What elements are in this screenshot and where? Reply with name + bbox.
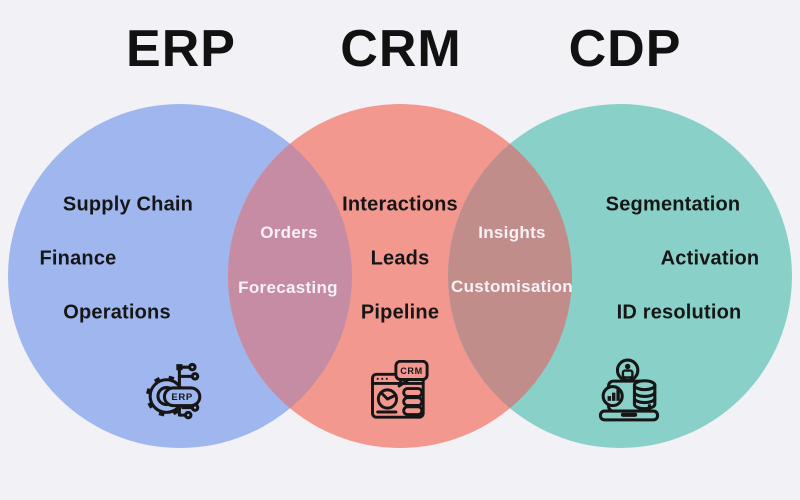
crm-cdp-item-insights: Insights: [478, 223, 546, 242]
erp-gear-circuit-icon: ERP: [142, 358, 210, 426]
crm-item-leads: Leads: [370, 247, 430, 270]
erp-item-finance: Finance: [39, 247, 117, 270]
crm-item-pipeline: Pipeline: [360, 301, 440, 324]
crm-cdp-item-customisation: Customisation: [451, 277, 573, 296]
erp-item-supply-chain: Supply Chain: [62, 193, 194, 216]
crm-title: CRM: [340, 20, 462, 78]
erp-crm-item-forecasting: Forecasting: [238, 278, 338, 297]
cdp-item-id-resolution: ID resolution: [616, 301, 742, 324]
erp-crm-item-orders: Orders: [260, 223, 318, 242]
erp-title: ERP: [126, 20, 236, 78]
cdp-item-activation: Activation: [660, 247, 760, 270]
cdp-item-segmentation: Segmentation: [605, 193, 741, 216]
erp-icon-label: ERP: [171, 392, 193, 403]
erp-item-operations: Operations: [63, 301, 171, 324]
crm-icon-label: CRM: [400, 366, 423, 376]
cdp-laptop-database-icon: [595, 358, 663, 426]
crm-item-interactions: Interactions: [342, 193, 458, 216]
crm-browser-bubble-icon: CRM: [366, 360, 431, 425]
cdp-title: CDP: [568, 20, 682, 78]
